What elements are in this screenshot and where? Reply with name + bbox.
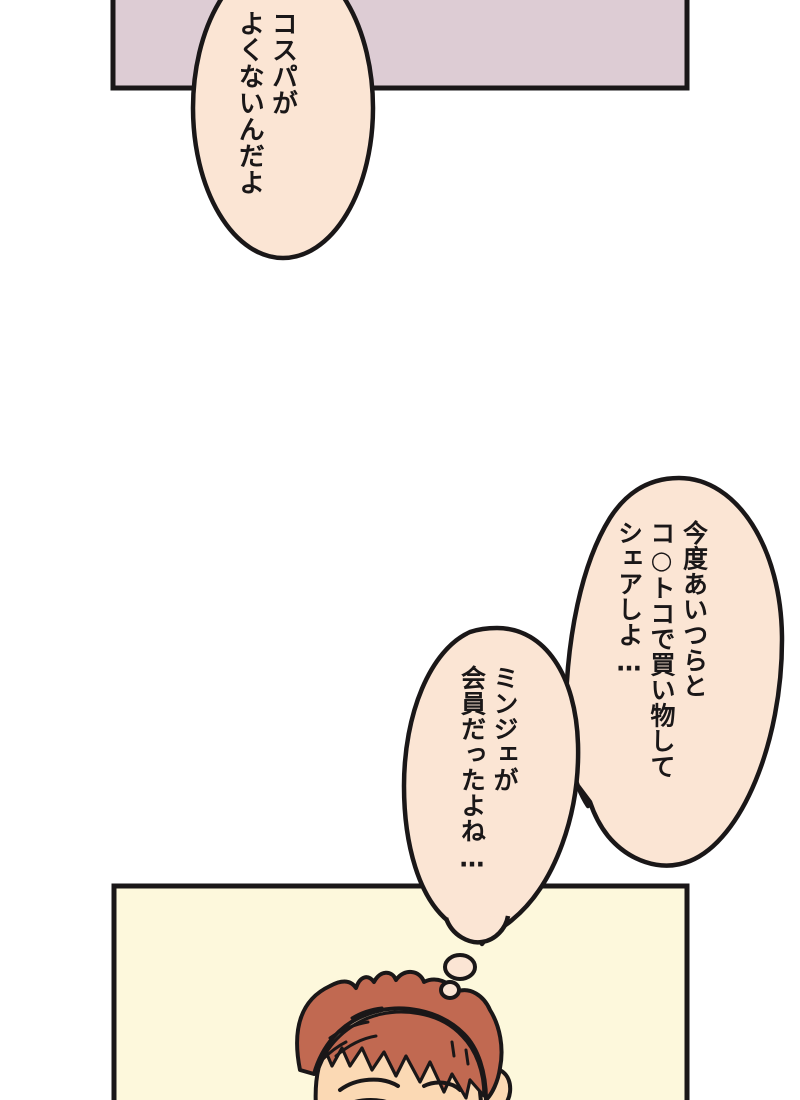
thought-bubble-3-text: ミンジェが 会員だったよね…	[457, 665, 520, 873]
bottom-panel	[111, 883, 690, 1100]
character-boy-with-red-hair	[295, 970, 513, 1100]
thought-trail-circles	[439, 953, 477, 1000]
character-closed-eyes	[338, 1077, 462, 1100]
speech-bubble-1	[190, 0, 376, 261]
thought-bubble-2-shape	[563, 475, 785, 868]
character-hair	[295, 970, 504, 1100]
thought-bubble-2-text: 今度あいつらと コ○トコで買い物して シェアしよ…	[614, 520, 709, 779]
speech-bubble-1-text: コスパが よくないんだよ	[234, 10, 298, 196]
speech-bubble-1-shape	[190, 0, 376, 261]
thought-bubble-2	[563, 475, 785, 868]
thought-trail-circle-large	[443, 953, 477, 981]
thought-trail-circle-small	[439, 980, 461, 1000]
character-hair-strokes	[320, 1006, 470, 1066]
thought-bubble-3	[401, 625, 581, 947]
thought-bubble-3-bump	[443, 915, 511, 945]
